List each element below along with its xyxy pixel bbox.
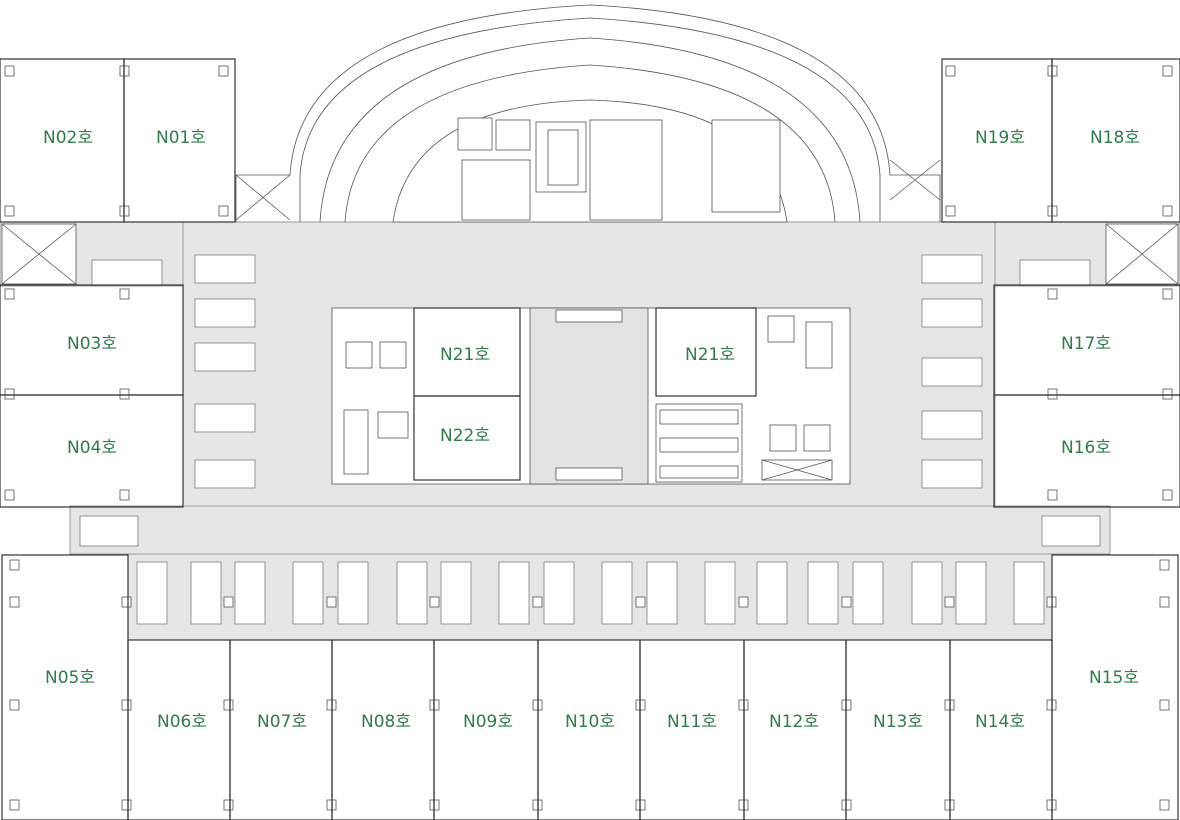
unit-n17: N17호 (993, 284, 1180, 396)
unit-label: N04호 (67, 438, 117, 458)
column-markers (4, 65, 1173, 811)
unit-n06: N06호 (127, 639, 231, 820)
unit-label: N21호 (440, 345, 490, 365)
unit-n19: N19호 (941, 58, 1053, 223)
unit-n07: N07호 (229, 639, 333, 820)
corridor-stalls (79, 254, 1101, 625)
unit-n04: N04호 (0, 394, 184, 508)
corner-void-left (1, 223, 77, 285)
unit-n10: N10호 (537, 639, 641, 820)
unit-label: N10호 (565, 712, 615, 732)
unit-n13: N13호 (845, 639, 951, 820)
unit-label: N21호 (685, 345, 735, 365)
unit-label: N07호 (257, 712, 307, 732)
unit-n03: N03호 (0, 284, 184, 396)
unit-label: N12호 (769, 712, 819, 732)
unit-label: N14호 (975, 712, 1025, 732)
unit-label: N18호 (1090, 128, 1140, 148)
unit-label: N11호 (667, 712, 717, 732)
unit-n12: N12호 (743, 639, 847, 820)
unit-n15: N15호 (1051, 554, 1179, 820)
unit-n14: N14호 (949, 639, 1053, 820)
unit-n09: N09호 (433, 639, 539, 820)
unit-n16: N16호 (993, 394, 1180, 508)
unit-label: N13호 (873, 712, 923, 732)
unit-label: N17호 (1061, 334, 1111, 354)
unit-label: N16호 (1061, 438, 1111, 458)
unit-n22: N22호 (413, 395, 521, 481)
unit-label: N09호 (463, 712, 513, 732)
unit-n01: N01호 (123, 58, 236, 223)
unit-n02: N02호 (0, 58, 125, 223)
unit-n05: N05호 (1, 554, 129, 820)
top-atrium (235, 4, 941, 223)
unit-n21-left: N21호 (413, 307, 521, 397)
unit-n08: N08호 (331, 639, 435, 820)
central-core (331, 307, 851, 485)
corner-void-right (1105, 223, 1179, 285)
unit-label: N05호 (45, 668, 95, 688)
unit-label: N08호 (361, 712, 411, 732)
unit-label: N02호 (43, 128, 93, 148)
unit-label: N01호 (156, 128, 206, 148)
unit-n11: N11호 (639, 639, 745, 820)
unit-label: N06호 (157, 712, 207, 732)
unit-n18: N18호 (1051, 58, 1180, 223)
unit-label: N19호 (975, 128, 1025, 148)
unit-label: N15호 (1089, 668, 1139, 688)
unit-n21-right: N21호 (655, 307, 757, 397)
unit-label: N22호 (440, 426, 490, 446)
unit-label: N03호 (67, 334, 117, 354)
